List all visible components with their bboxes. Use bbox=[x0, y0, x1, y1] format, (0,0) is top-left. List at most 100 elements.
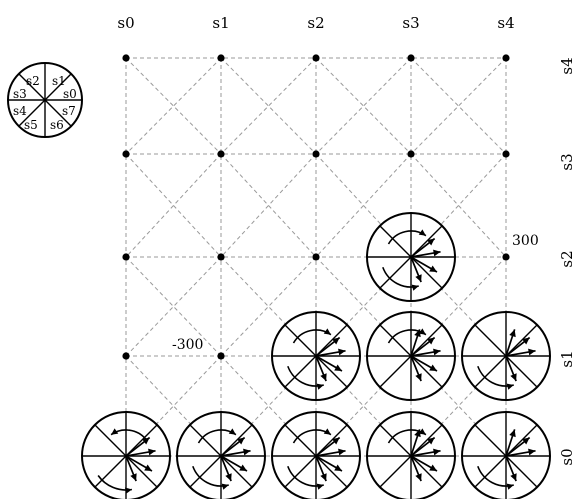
direction-dial bbox=[461, 411, 551, 499]
arrow-head bbox=[509, 429, 516, 438]
row-label-s1: s1 bbox=[558, 350, 576, 367]
arrow-head bbox=[239, 464, 247, 471]
column-labels: s0 s1 s2 s3 s4 bbox=[117, 14, 514, 32]
grid-node bbox=[407, 150, 415, 158]
arrow-head bbox=[433, 249, 441, 257]
arc-arrow-head bbox=[418, 428, 426, 435]
grid-node bbox=[122, 253, 130, 261]
arrow-head bbox=[415, 373, 422, 382]
arrow-head bbox=[429, 464, 437, 471]
grid-diagonal bbox=[410, 153, 507, 258]
arrow-head bbox=[144, 464, 152, 471]
arrow-head bbox=[433, 348, 441, 356]
arrow-head bbox=[237, 437, 245, 445]
column-label-s1: s1 bbox=[212, 14, 229, 32]
row-label-s3: s3 bbox=[558, 153, 576, 170]
grid-node bbox=[502, 253, 510, 261]
grid-diagonal bbox=[125, 256, 222, 357]
row-label-s4: s4 bbox=[558, 57, 576, 74]
arrow-head bbox=[415, 274, 422, 283]
arc-arrow-head bbox=[506, 483, 514, 490]
direction-dial bbox=[176, 411, 266, 499]
arrow-head bbox=[509, 329, 516, 338]
grid-diagonal bbox=[220, 57, 317, 155]
arrow-head bbox=[320, 373, 327, 382]
arrow-head bbox=[225, 473, 232, 482]
arc-arrow-head bbox=[124, 487, 132, 494]
arc-arrow-head bbox=[418, 328, 426, 335]
grid-diagonal bbox=[125, 153, 222, 258]
arrow-head bbox=[334, 464, 342, 471]
arrow-head bbox=[334, 364, 342, 371]
arrow-head bbox=[427, 437, 435, 445]
arc-arrow-head bbox=[111, 428, 119, 435]
legend-divider bbox=[18, 73, 72, 127]
arrow-head bbox=[528, 348, 536, 356]
grid-diagonal bbox=[410, 57, 507, 155]
arrow-head bbox=[130, 473, 137, 482]
direction-dial bbox=[366, 212, 456, 302]
column-label-s3: s3 bbox=[402, 14, 419, 32]
direction-dial bbox=[366, 311, 456, 401]
arrow-head bbox=[415, 473, 422, 482]
legend-sector-label: s6 bbox=[50, 118, 64, 132]
legend-sector-label: s2 bbox=[26, 74, 40, 88]
arrow-head bbox=[338, 348, 346, 356]
arrow-head bbox=[332, 337, 340, 345]
legend-sector-label: s3 bbox=[13, 87, 27, 101]
grid-diagonal bbox=[315, 153, 412, 258]
arrow-head bbox=[528, 448, 536, 456]
grid-diagonal bbox=[220, 153, 317, 258]
row-labels: s4 s3 s2 s1 s0 bbox=[558, 57, 576, 465]
grid-diagonal bbox=[125, 57, 222, 155]
grid-node bbox=[312, 150, 320, 158]
direction-dial bbox=[461, 311, 551, 401]
arrow-head bbox=[338, 448, 346, 456]
legend-sector-label: s1 bbox=[52, 74, 66, 88]
direction-dial bbox=[81, 411, 171, 499]
legend-sector-label: s0 bbox=[63, 87, 77, 101]
grid-node bbox=[407, 54, 415, 62]
legend-sector-label: s4 bbox=[13, 104, 27, 118]
arrow-head bbox=[427, 238, 435, 246]
grid-node bbox=[502, 150, 510, 158]
annotation-minus-300: -300 bbox=[172, 337, 203, 353]
arrow-head bbox=[243, 448, 251, 456]
arc-arrow-head bbox=[323, 428, 331, 435]
arc-arrow-head bbox=[506, 383, 514, 390]
grid-node bbox=[217, 150, 225, 158]
arrow-head bbox=[510, 373, 517, 382]
grid-diagonal bbox=[315, 57, 412, 155]
grid-node bbox=[122, 54, 130, 62]
arrow-head bbox=[433, 448, 441, 456]
grid-node bbox=[217, 352, 225, 360]
direction-dial bbox=[271, 411, 361, 499]
arrow-head bbox=[320, 473, 327, 482]
arrow-head bbox=[142, 437, 150, 445]
grid-diagonal bbox=[220, 256, 317, 357]
arc-arrow-head bbox=[316, 383, 324, 390]
grid-diagonal bbox=[125, 57, 222, 155]
arrow-head bbox=[522, 437, 530, 445]
grid-node bbox=[122, 150, 130, 158]
arrow-head bbox=[148, 448, 156, 456]
arc-arrow-head bbox=[316, 483, 324, 490]
arrow-head bbox=[429, 265, 437, 272]
arc-arrow-head bbox=[418, 229, 426, 236]
arc-arrow-head bbox=[411, 284, 419, 291]
row-label-s2: s2 bbox=[558, 250, 576, 267]
arc-arrow-head bbox=[228, 428, 236, 435]
grid-node bbox=[217, 253, 225, 261]
grid-diagonal bbox=[125, 256, 222, 357]
grid-diagonal bbox=[220, 57, 317, 155]
grid-diagonal bbox=[410, 57, 507, 155]
arrow-head bbox=[332, 437, 340, 445]
direction-dial bbox=[271, 311, 361, 401]
grid-node bbox=[312, 54, 320, 62]
arrow-head bbox=[427, 337, 435, 345]
arc-arrow-head bbox=[323, 328, 331, 335]
arc-arrow-head bbox=[221, 483, 229, 490]
annotation-300: 300 bbox=[512, 233, 539, 249]
sector-legend: s1 s0 s2 s3 s4 s5 s6 s7 bbox=[7, 62, 83, 138]
legend-sector-label: s7 bbox=[62, 104, 76, 118]
